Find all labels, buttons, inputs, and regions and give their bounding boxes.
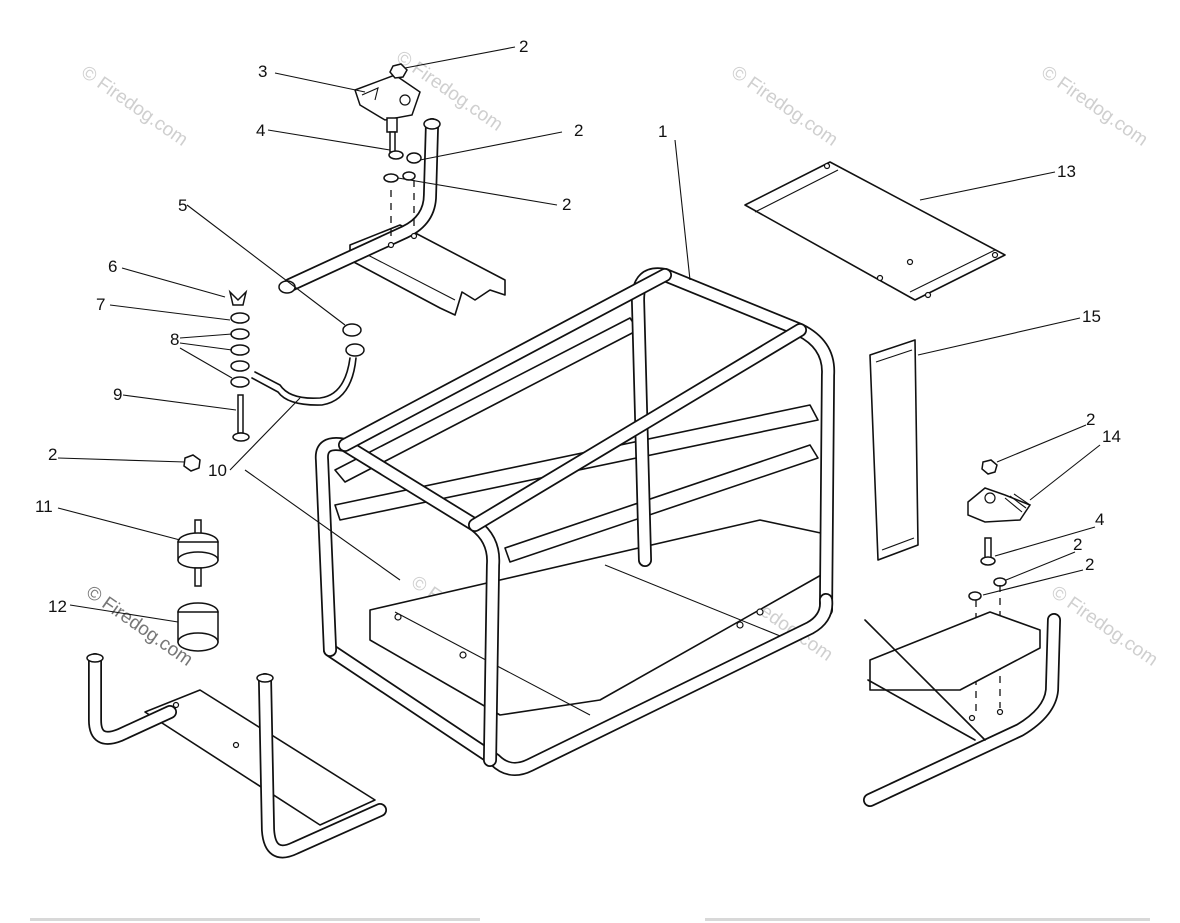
callout-13: 13 xyxy=(1057,162,1076,181)
callout-2: 2 xyxy=(1073,535,1082,554)
main-frame xyxy=(314,267,836,776)
ground-cable xyxy=(228,289,365,442)
bottom-strip-right xyxy=(705,918,1150,921)
callout-11: 11 xyxy=(35,497,53,516)
callout-2: 2 xyxy=(562,195,571,214)
bottom-strip-left xyxy=(30,918,480,921)
lower-right-frame xyxy=(863,611,1061,807)
callout-2: 2 xyxy=(48,445,57,464)
callout-7: 7 xyxy=(96,295,105,314)
bracket-3 xyxy=(354,63,422,183)
watermark: © Firedog.com xyxy=(1047,582,1161,671)
callout-2: 2 xyxy=(1086,410,1095,429)
leader-lines xyxy=(57,46,1101,623)
callout-2: 2 xyxy=(519,37,528,56)
lower-left-frame xyxy=(86,653,387,859)
callout-10: 10 xyxy=(208,461,227,480)
callout-labels: 2 3 4 2 2 1 13 5 6 7 8 9 15 2 14 2 10 11… xyxy=(35,37,1121,616)
plate-13 xyxy=(744,161,1006,301)
callout-14: 14 xyxy=(1102,427,1121,446)
callout-4: 4 xyxy=(1095,510,1104,529)
watermark: © Firedog.com xyxy=(1037,62,1151,151)
callout-1: 1 xyxy=(658,122,667,141)
callout-3: 3 xyxy=(258,62,267,81)
watermark: © Firedog.com xyxy=(77,62,191,151)
vibration-mount xyxy=(177,454,219,652)
callout-9: 9 xyxy=(113,385,122,404)
callout-12: 12 xyxy=(48,597,67,616)
handle-section xyxy=(278,118,506,316)
callout-6: 6 xyxy=(108,257,117,276)
watermark: © Firedog.com xyxy=(727,62,841,151)
callout-2: 2 xyxy=(1085,555,1094,574)
bar-15 xyxy=(869,339,919,561)
callout-4: 4 xyxy=(256,121,265,140)
callout-2: 2 xyxy=(574,121,583,140)
callout-5: 5 xyxy=(178,196,187,215)
callout-8: 8 xyxy=(170,330,179,349)
callout-15: 15 xyxy=(1082,307,1101,326)
